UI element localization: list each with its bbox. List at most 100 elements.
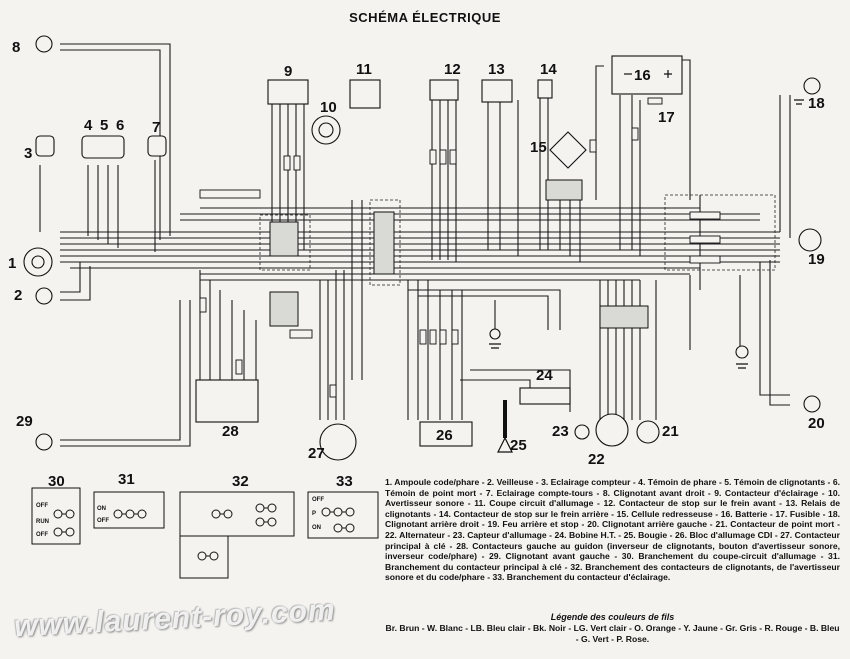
connector [429,149,437,165]
label-5: 5 [100,117,109,134]
handlebar-switch-connection-box [179,491,295,537]
neutral-switch-body [636,420,660,444]
front-left-indicator-bulb [35,433,53,451]
speedo-light-housing [35,135,55,157]
label-8: 8 [12,39,21,56]
relay-block [269,291,299,327]
front-right-indicator-bulb [35,35,53,53]
label-21: 21 [662,423,679,440]
alternator-connector [599,305,649,329]
headlamp-bulb [23,247,53,277]
ignition-coil-body [519,387,571,405]
centre-dash-frame [369,199,401,286]
label-2: 2 [14,287,23,304]
ground-symbol-ring [735,345,749,359]
cdi-unit-body [419,421,473,447]
handlebar-switch-connection-box-lower [179,535,229,579]
rear-right-indicator-bulb [803,77,821,95]
harness-wire [769,260,790,406]
label-22: 22 [588,451,605,468]
connector [419,329,427,345]
front-brake-switch-body [429,79,459,101]
relay-block [269,221,299,257]
label-28: 28 [222,423,239,440]
label-27: 27 [308,445,325,462]
switch-label-off: OFF [97,518,109,524]
junction-block [373,211,395,275]
warning-lamp-housing [81,135,125,159]
connector [689,235,721,244]
label-29: 29 [16,413,33,430]
connector [293,155,301,171]
alternator-body [595,413,629,447]
label-26: 26 [436,427,453,444]
fuse [647,97,663,105]
label-4: 4 [84,117,93,134]
connector [199,189,261,199]
harness-wire [595,65,604,200]
kill-switch-connection-box [31,487,81,545]
label-19: 19 [808,251,825,268]
page-title: SCHÉMA ÉLECTRIQUE [349,10,501,25]
tail-lamp-bulb [798,228,822,252]
ground-lines [489,99,804,369]
label-23: 23 [552,423,569,440]
switch-label-run: RUN [36,519,49,525]
connector [439,149,447,165]
label-13: 13 [488,61,505,78]
relay-dash-frame [259,214,311,271]
harness-wire [408,289,561,330]
left-handlebar-switch-body [195,379,259,423]
label-16: 16 [634,67,651,84]
label-24: 24 [536,367,553,384]
battery-body [611,55,683,95]
switch-label-on: ON [312,525,321,531]
label-25: 25 [510,437,527,454]
switch-label-off: OFF [312,497,324,503]
component-legend: 1. Ampoule code/phare - 2. Veilleuse - 3… [385,477,840,583]
harness-wire [418,295,549,330]
switch-label-off: OFF [36,503,48,509]
connector [439,329,447,345]
connector [199,297,207,313]
wire-color-legend: Br. Brun - W. Blanc - LB. Bleu clair - B… [385,623,840,644]
flasher-relay-body [481,79,513,103]
connector [689,211,721,220]
pickup-body [574,424,590,440]
label-10: 10 [320,99,337,116]
horn-centre [318,122,334,138]
ground-symbol-ring [489,328,501,340]
label-7: 7 [152,119,161,136]
ignition-key-switch-body [319,423,357,461]
connector [329,384,337,398]
label-15: 15 [530,139,547,156]
harness-wire [759,262,790,396]
label-31: 31 [118,471,135,488]
headlamp-filament [31,255,45,269]
connector [235,359,243,375]
label-20: 20 [808,415,825,432]
label-1: 1 [8,255,17,272]
lighting-switch-body [267,79,309,105]
switch-label-off: OFF [36,532,48,538]
harness-wire [60,49,161,240]
label-14: 14 [540,61,557,78]
harness-wire [60,262,81,293]
wire-color-legend-title: Légende des couleurs de fils [550,612,675,622]
spark-plug [497,436,513,453]
rectifier-connector [545,179,583,201]
rectifier-bridge [549,131,587,169]
connector [289,329,313,339]
label-32: 32 [232,473,249,490]
connector [631,127,639,141]
harness-wire [60,300,181,441]
label-12: 12 [444,61,461,78]
connector [451,329,459,345]
rear-dash-frame [664,194,776,271]
connector [689,255,721,264]
connector [589,139,597,153]
connector [283,155,291,171]
label-17: 17 [658,109,675,126]
label-3: 3 [24,145,33,162]
